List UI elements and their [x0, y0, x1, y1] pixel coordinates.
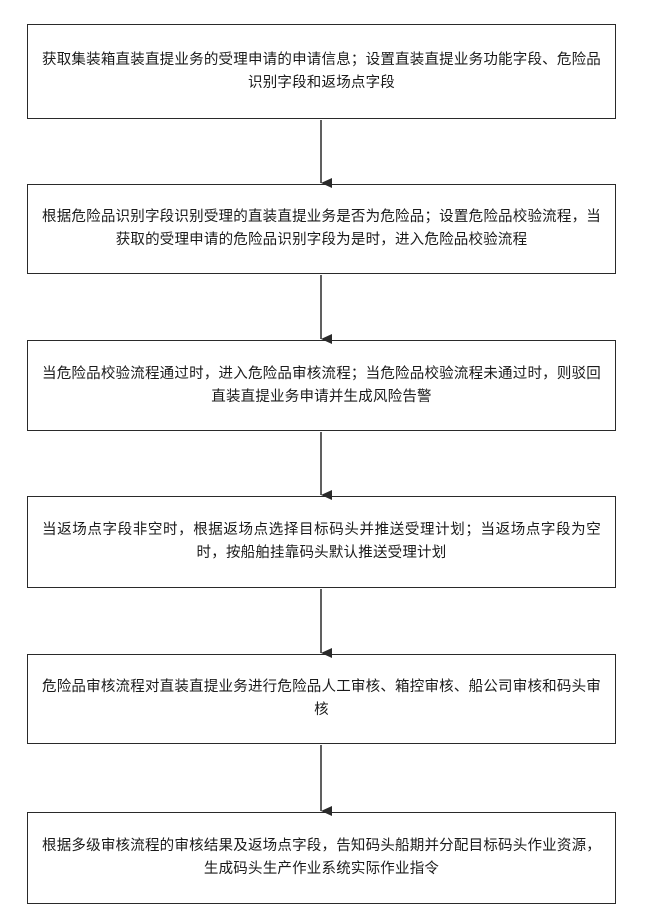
- flowchart: 获取集装箱直装直提业务的受理申请的申请信息；设置直装直提业务功能字段、危险品识别…: [0, 0, 646, 918]
- connector-arrows: [0, 0, 646, 918]
